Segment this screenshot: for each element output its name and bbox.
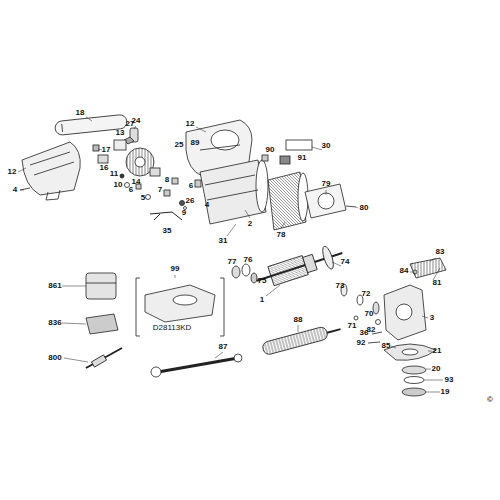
callout-number: 18: [76, 109, 85, 117]
callout-number: 75: [258, 277, 267, 285]
callout-number: 16: [100, 164, 109, 172]
callout-number: 80: [360, 204, 369, 212]
callout-number: 5: [141, 194, 145, 202]
callout-number: 2: [248, 220, 252, 228]
callout-number: 3: [430, 314, 434, 322]
callout-number: 79: [322, 180, 331, 188]
callout-number: 6: [129, 186, 133, 194]
callout-number: 12: [8, 168, 17, 176]
callout-number: 71: [348, 322, 357, 330]
callout-number: 30: [322, 142, 331, 150]
callout-number: 4: [13, 186, 17, 194]
callout-number: ©: [487, 396, 493, 404]
callout-number: 4: [205, 201, 209, 209]
callout-number: 11: [110, 170, 118, 178]
callout-number: 88: [294, 316, 303, 324]
callout-number: 36: [360, 329, 369, 337]
callout-number: 6: [189, 182, 193, 190]
model-label: D28113KD: [153, 324, 192, 332]
callout-number: 21: [433, 347, 442, 355]
callout-number: 85: [382, 342, 391, 350]
callout-number: 836: [48, 319, 61, 327]
callout-number: 99: [171, 265, 180, 273]
callout-number: 72: [362, 290, 371, 298]
callout-number: 70: [365, 310, 374, 318]
callout-number: 76: [244, 256, 253, 264]
callout-number: 7: [158, 186, 162, 194]
callout-number: 8: [165, 176, 169, 184]
callout-number: 90: [266, 146, 275, 154]
callout-number: 91: [298, 154, 307, 162]
callout-number: 1: [260, 296, 264, 304]
callout-number: 83: [436, 248, 445, 256]
callout-number: 26: [186, 197, 195, 205]
callout-number: 78: [277, 231, 286, 239]
callout-number: 35: [163, 227, 172, 235]
callout-number: 19: [441, 388, 450, 396]
callout-number: 92: [357, 339, 366, 347]
callout-number: 89: [191, 139, 200, 147]
callout-number: 74: [341, 258, 350, 266]
callout-number: 84: [400, 267, 409, 275]
callout-number: 14: [132, 178, 141, 186]
callout-number: 861: [48, 282, 61, 290]
callout-number: 800: [48, 354, 61, 362]
callout-number: 12: [186, 120, 195, 128]
callout-number: 77: [228, 258, 237, 266]
callout-number: 87: [219, 343, 228, 351]
callout-number: 10: [114, 181, 123, 189]
callout-number: 73: [336, 282, 345, 290]
callout-number: 25: [175, 141, 184, 149]
callout-number: 93: [445, 376, 454, 384]
callout-number: 17: [102, 146, 111, 154]
callout-number: 81: [433, 279, 442, 287]
callout-number: 31: [219, 237, 228, 245]
callout-number: 27: [126, 120, 135, 128]
callout-number: 20: [432, 365, 441, 373]
callout-number: 9: [182, 209, 186, 217]
callout-number: 13: [116, 129, 125, 137]
